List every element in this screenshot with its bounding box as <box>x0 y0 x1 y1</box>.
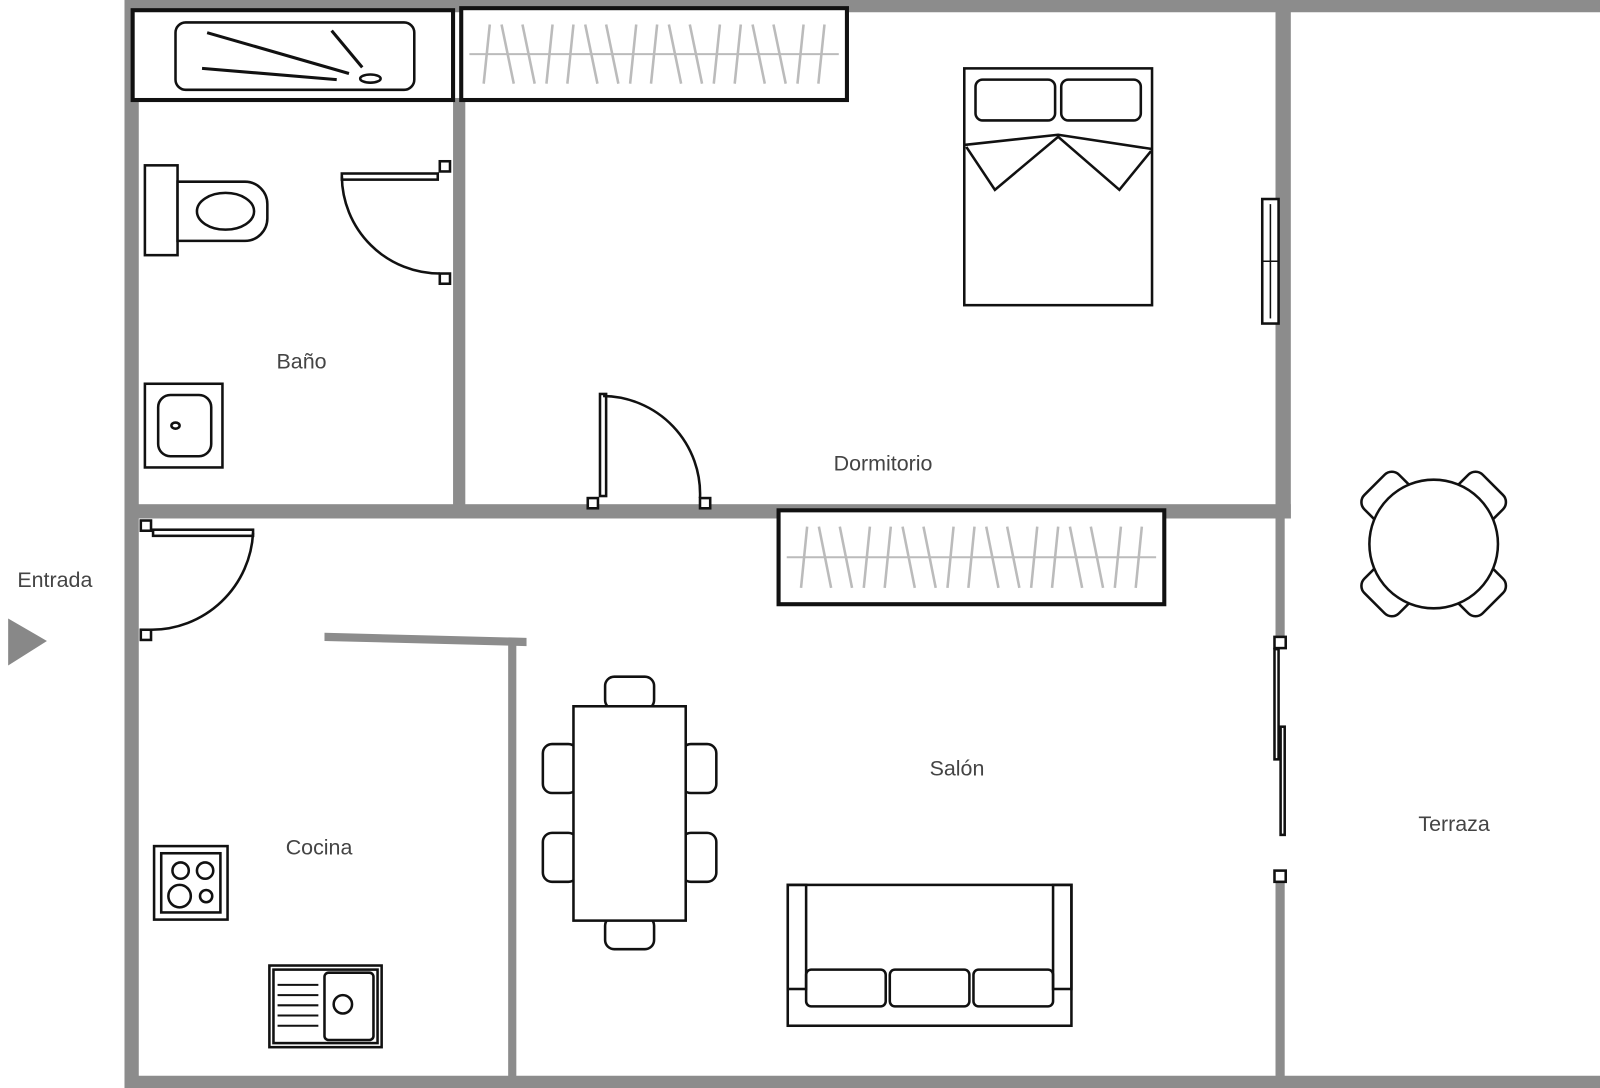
bedroom-door <box>586 392 712 510</box>
shower-tray <box>130 8 456 103</box>
hanger <box>799 526 809 589</box>
round-table <box>1360 470 1508 618</box>
hanger <box>1050 526 1060 589</box>
hanger <box>984 526 1000 589</box>
kitchen-sink <box>268 964 383 1049</box>
hanger <box>1029 526 1039 589</box>
room-label-bedroom: Dormitorio <box>834 452 933 476</box>
hanger <box>712 24 722 84</box>
hanger <box>688 24 704 84</box>
bath-door <box>340 159 452 286</box>
room-label-living: Salón <box>930 757 985 781</box>
hanger <box>482 24 492 84</box>
bedroom-window <box>1260 197 1280 325</box>
terrace-sliding-door <box>1273 635 1287 884</box>
hanger <box>817 526 833 589</box>
room-label-bath: Baño <box>277 349 327 373</box>
hanger <box>817 24 826 84</box>
hanger <box>604 24 620 84</box>
hanger <box>733 24 743 84</box>
hanger <box>922 526 937 589</box>
entrance-arrow-icon <box>8 618 47 666</box>
wardrobe-bedroom <box>459 6 849 103</box>
hanger <box>1113 526 1123 589</box>
room-label-entrance: Entrada <box>17 568 92 592</box>
entrance-door <box>139 519 255 642</box>
hanger <box>901 526 917 589</box>
hanger <box>838 526 854 589</box>
hanger <box>1068 526 1084 589</box>
hanger <box>521 24 536 84</box>
hanger <box>1134 526 1144 589</box>
room-label-terrace: Terraza <box>1418 812 1490 836</box>
hanger <box>883 526 893 589</box>
hanger <box>628 24 638 84</box>
hanger <box>649 24 659 84</box>
dining-table <box>541 675 718 951</box>
hanger <box>862 526 872 589</box>
hanger <box>1005 526 1021 589</box>
double-bed <box>963 67 1154 307</box>
toilet <box>143 164 269 257</box>
hanger <box>566 24 575 84</box>
wardrobe-living <box>776 508 1167 607</box>
hanger <box>500 24 516 84</box>
hanger <box>796 24 805 84</box>
hanger <box>967 526 976 589</box>
hanger <box>946 526 955 589</box>
hanger <box>545 24 554 84</box>
stove <box>152 844 229 921</box>
hanger <box>772 24 787 84</box>
washbasin <box>143 382 224 469</box>
hanger <box>667 24 683 84</box>
hanger <box>1089 526 1105 589</box>
sofa <box>786 883 1073 1028</box>
hanger <box>751 24 767 84</box>
room-label-kitchen: Cocina <box>286 835 353 859</box>
hanger <box>583 24 599 84</box>
